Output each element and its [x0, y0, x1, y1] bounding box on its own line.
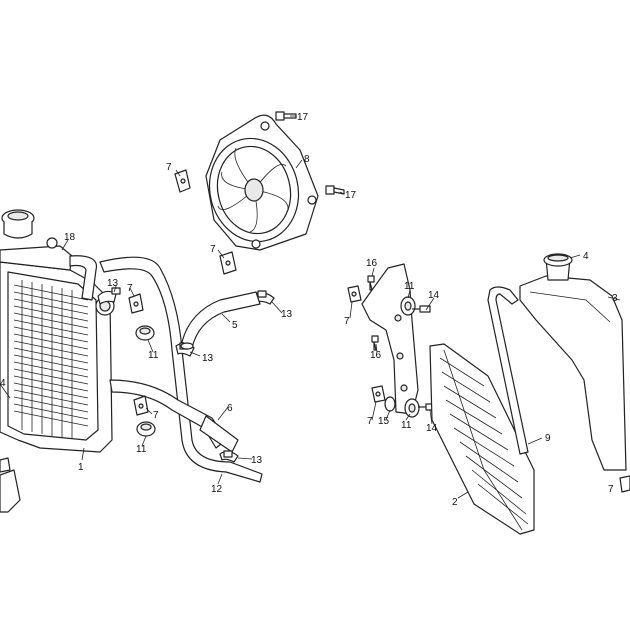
callout-6: 6	[227, 403, 233, 414]
callout-14a: 14	[428, 290, 440, 301]
clip-7e	[347, 285, 362, 303]
clip-7g	[619, 475, 630, 493]
hose-9	[487, 286, 529, 455]
callout-13c: 13	[281, 309, 293, 320]
washer-15	[384, 396, 396, 412]
callout-8: 8	[304, 154, 310, 165]
grommet-11a	[135, 325, 155, 341]
callout-13b: 13	[202, 353, 214, 364]
grommet-11d	[404, 398, 420, 418]
callout-7b: 7	[210, 244, 216, 255]
callout-7f: 7	[367, 416, 373, 427]
callout-5: 5	[232, 320, 238, 331]
callout-11b: 11	[136, 444, 147, 455]
screw-16a	[367, 275, 375, 291]
callout-1: 1	[78, 462, 84, 473]
callout-15: 15	[378, 416, 390, 427]
hose-5	[180, 291, 261, 350]
radiator-bracket-lower	[0, 469, 21, 513]
callout-18: 18	[64, 232, 76, 243]
callout-13d: 13	[251, 455, 263, 466]
bolt-14a	[412, 305, 431, 313]
grommet-11c	[400, 296, 416, 316]
callout-3: 3	[612, 293, 618, 304]
callout-12: 12	[211, 484, 223, 495]
callout-4a: 4	[583, 251, 589, 262]
clip-7f	[371, 385, 386, 403]
expansion-tank	[519, 253, 627, 471]
fan-blades	[217, 147, 289, 233]
cooling-fan	[205, 114, 319, 251]
clip-7a	[174, 169, 191, 193]
callout-14b: 14	[426, 423, 438, 434]
callout-16b: 16	[370, 350, 382, 361]
callout-13a: 13	[107, 278, 119, 289]
callout-2: 2	[452, 497, 458, 508]
clip-7d	[133, 395, 149, 416]
hose-6	[109, 379, 239, 453]
radiator-filler-neck	[46, 237, 58, 249]
grommet-11b	[136, 421, 156, 437]
callout-7a: 7	[166, 162, 172, 173]
callout-11a: 11	[148, 350, 159, 361]
callout-7e: 7	[344, 316, 350, 327]
callout-9: 9	[545, 433, 551, 444]
callout-16a: 16	[366, 258, 378, 269]
screw-16b	[371, 335, 379, 351]
leader-lines	[0, 115, 621, 499]
callout-17b: 17	[345, 190, 357, 201]
callout-17a: 17	[297, 112, 309, 123]
clamp-13d	[219, 450, 239, 463]
callout-4b: 4	[0, 378, 6, 389]
radiator-core-fins	[13, 280, 89, 439]
callout-11c: 11	[404, 281, 415, 292]
callout-7d: 7	[153, 410, 159, 421]
clip-7c	[128, 293, 144, 314]
callout-7c: 7	[127, 283, 133, 294]
radiator-left	[0, 209, 113, 513]
pipe-12	[99, 256, 263, 483]
radiator-guard-grille	[429, 343, 535, 535]
callout-7g: 7	[608, 484, 614, 495]
clamp-13a	[97, 287, 121, 305]
callout-labels: 1 2 3 4 4 5 6 7 7 7 7 7 7 7 8 9 11 11 11…	[0, 112, 618, 508]
callout-11d: 11	[401, 420, 412, 431]
